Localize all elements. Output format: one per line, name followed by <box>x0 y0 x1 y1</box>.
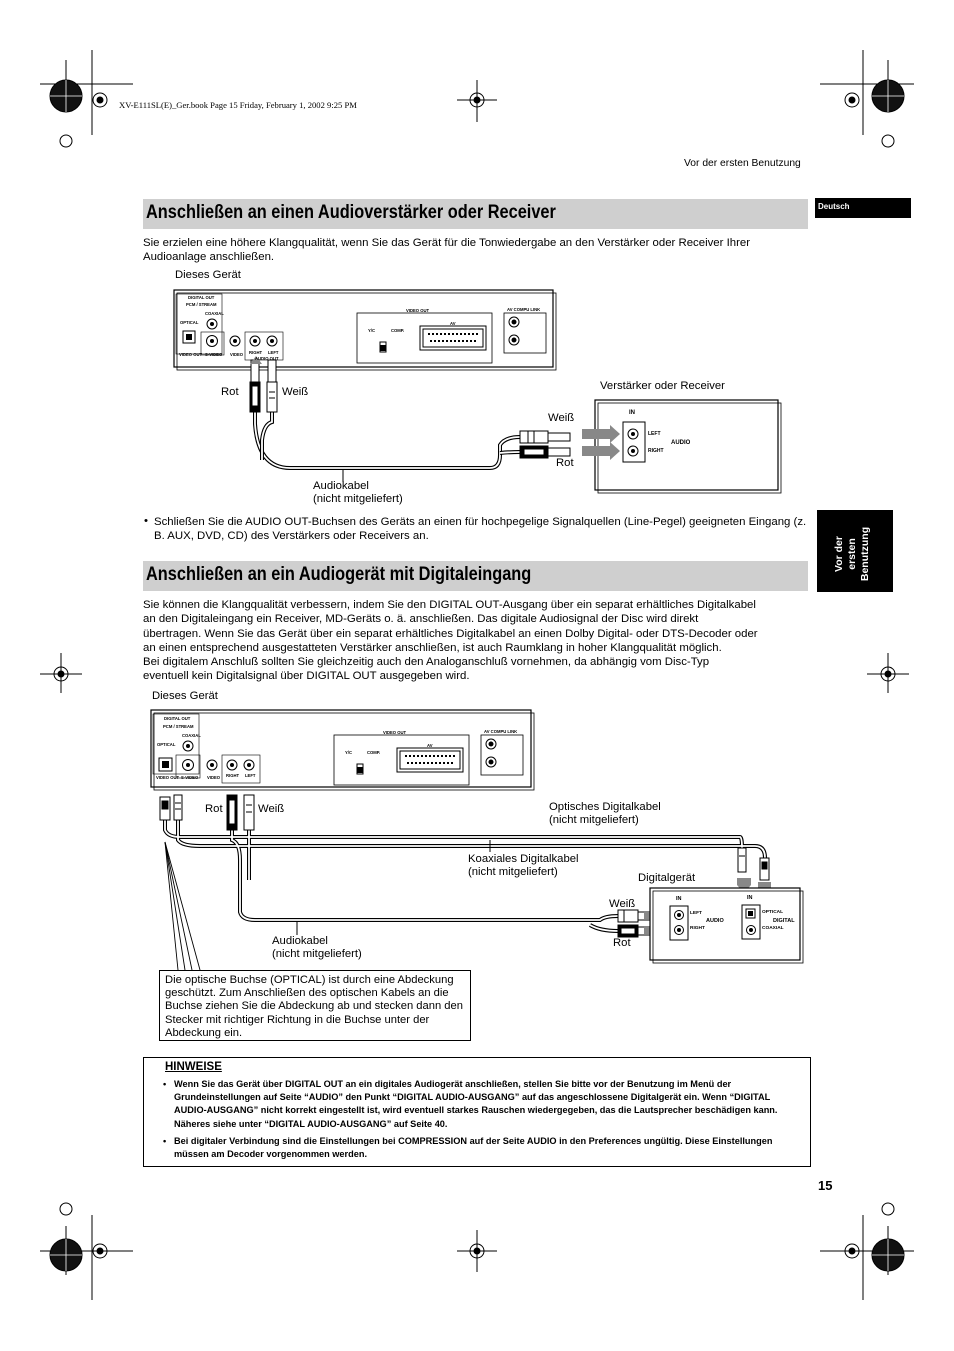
rx2-digital: DIGITAL <box>773 918 795 924</box>
rx1-audio: AUDIO <box>671 440 691 446</box>
rx-red-label-1: Rot <box>556 457 574 469</box>
d1-video-out-box: VIDEO OUT <box>179 352 203 357</box>
note-item: • Wenn Sie das Gerät über DIGITAL OUT an… <box>163 1078 794 1131</box>
rx2-audio: AUDIO <box>706 918 724 924</box>
d1-right: RIGHT <box>249 350 263 355</box>
rx2-coaxial: COAXIAL <box>762 926 784 931</box>
d1-pcm-stream: PCM / STREAM <box>186 302 217 307</box>
coax-cable-label-b: (nicht mitgeliefert) <box>468 866 558 878</box>
device-label-2: Dieses Gerät <box>152 690 218 702</box>
optical-cable-label-b: (nicht mitgeliefert) <box>549 814 639 826</box>
section2-intro: Sie können die Klangqualität verbessern,… <box>143 598 813 684</box>
d1-optical: OPTICAL <box>180 320 199 325</box>
note-item: • Bei digitaler Verbindung sind die Eins… <box>163 1135 794 1161</box>
language-tab-label: Deutsch <box>818 202 850 211</box>
plug-white-label-2: Weiß <box>258 803 285 815</box>
rx2-optical: OPTICAL <box>762 910 784 915</box>
d2-av-compu-link: AV COMPU LINK <box>484 729 518 734</box>
d2-left: LEFT <box>245 773 256 778</box>
section2-title: Anschließen an ein Audiogerät mit Digita… <box>146 564 532 585</box>
d1-audio-out: AUDIO OUT <box>255 356 279 361</box>
chapter-tab: Vor der ersten Benutzung <box>817 510 893 592</box>
d2-video: VIDEO <box>207 775 221 780</box>
notes-box: HINWEISE • Wenn Sie das Gerät über DIGIT… <box>143 1057 811 1167</box>
plug-white-label-1: Weiß <box>282 386 309 398</box>
note-bullet: • <box>163 1136 167 1146</box>
d1-comp: COMP. <box>391 328 405 333</box>
section2-intro-line: an den Digitaleingang ein Receiver, MD-G… <box>143 613 699 626</box>
rx2-right: RIGHT <box>690 926 705 931</box>
d2-pcm-stream: PCM / STREAM <box>163 724 194 729</box>
section1-bullet-marker: • <box>144 515 148 527</box>
section2-intro-line: an einen entsprechend ausgestatteten Ver… <box>143 641 722 654</box>
section2-intro-line: übertragen. Wenn Sie das Gerät über ein … <box>143 627 758 640</box>
d2-digital-out: DIGITAL OUT <box>164 716 191 721</box>
d1-coaxial: COAXIAL <box>205 311 224 316</box>
optical-cable-label-a: Optisches Digitalkabel <box>549 801 661 813</box>
d2-right: RIGHT <box>226 773 240 778</box>
plug-red-label-1: Rot <box>221 386 239 398</box>
rx1-right: RIGHT <box>648 448 664 454</box>
rx1-in: IN <box>629 410 635 416</box>
print-header: XV-E111SL(E)_Ger.book Page 15 Friday, Fe… <box>119 100 357 110</box>
audio-cable-label-b: (nicht mitgeliefert) <box>272 948 362 960</box>
d1-video: VIDEO <box>230 352 244 357</box>
d2-yc: Y/C <box>345 750 352 755</box>
section2-intro-line: eventuell kein Digitalsignal über DIGITA… <box>143 670 470 683</box>
rx-white-label-2: Weiß <box>609 898 636 910</box>
d2-optical: OPTICAL <box>157 742 176 747</box>
rx2-left: LEFT <box>690 911 702 916</box>
d2-comp: COMP. <box>367 750 381 755</box>
coax-cable-label-a: Koaxiales Digitalkabel <box>468 853 579 865</box>
digital-device-label: Digitalgerät <box>638 872 696 884</box>
d2-s-video: S-VIDEO <box>181 775 199 780</box>
audio-cable-label-a: Audiokabel <box>272 935 328 947</box>
note-text: Wenn Sie das Gerät über DIGITAL OUT an e… <box>174 1079 778 1129</box>
section1-intro: Sie erzielen eine höhere Klangqualität, … <box>143 237 751 264</box>
language-tab: Deutsch <box>815 198 911 218</box>
d2-coaxial: COAXIAL <box>182 733 201 738</box>
section2-heading: Anschließen an ein Audiogerät mit Digita… <box>143 561 808 591</box>
plug-red-label-2: Rot <box>205 803 223 815</box>
d1-av: AV <box>450 321 456 326</box>
cable-label-1a: Audiokabel <box>313 480 369 492</box>
d1-s-video: S-VIDEO <box>205 352 223 357</box>
rx2-in2: IN <box>747 895 753 901</box>
d2-video-out-top: VIDEO OUT <box>383 730 407 735</box>
running-head: Vor der ersten Benutzung <box>684 158 801 169</box>
section1-title: Anschließen an einen Audioverstärker ode… <box>146 202 556 223</box>
optical-note-box: Die optische Buchse (OPTICAL) ist durch … <box>159 970 471 1041</box>
cable-label-1b: (nicht mitgeliefert) <box>313 493 403 505</box>
d1-video-out-top: VIDEO OUT <box>406 308 430 313</box>
notes-title: HINWEISE <box>165 1061 222 1073</box>
note-text: Bei digitaler Verbindung sind die Einste… <box>174 1136 773 1160</box>
rx1-left: LEFT <box>648 431 661 437</box>
d2-av: AV <box>427 743 433 748</box>
d1-left: LEFT <box>268 350 279 355</box>
d1-yc: Y/C <box>368 328 375 333</box>
device-label-1: Dieses Gerät <box>175 269 241 281</box>
rx-red-label-2: Rot <box>613 937 631 949</box>
d1-digital-out: DIGITAL OUT <box>188 295 215 300</box>
receiver-label-1: Verstärker oder Receiver <box>600 380 725 392</box>
d2-video-out-box: VIDEO OUT <box>156 775 180 780</box>
d1-av-compu-link: AV COMPU LINK <box>507 307 541 312</box>
section1-heading: Anschließen an einen Audioverstärker ode… <box>143 199 808 229</box>
rx2-in: IN <box>676 896 682 902</box>
note-bullet: • <box>163 1079 167 1089</box>
optical-note-text: Die optische Buchse (OPTICAL) ist durch … <box>165 974 463 1039</box>
rx-white-label-1: Weiß <box>548 412 575 424</box>
page-number: 15 <box>818 1178 833 1193</box>
section2-intro-line: Bei digitalem Anschluß sollten Sie gleic… <box>143 656 710 669</box>
section2-intro-line: Sie können die Klangqualität verbessern,… <box>143 599 756 611</box>
section1-bullet: Schließen Sie die AUDIO OUT-Buchsen des … <box>154 516 807 543</box>
